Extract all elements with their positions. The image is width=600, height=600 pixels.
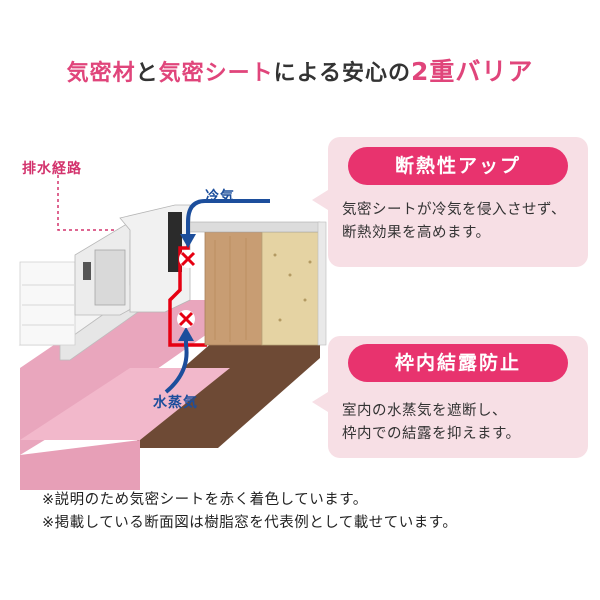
drain-path-label: 排水経路 xyxy=(22,161,82,177)
side-trim xyxy=(317,221,327,346)
wood-frame-block xyxy=(204,231,263,346)
cold-air-label: 冷気 xyxy=(205,189,235,205)
feature-tag-condensation: 枠内結露防止 xyxy=(348,344,568,382)
callout-pointer-1 xyxy=(312,190,328,210)
headline: 気密材と気密シートによる安心の2重バリア xyxy=(0,52,600,88)
block-x-icon xyxy=(178,311,194,327)
frame-chamber xyxy=(94,249,126,306)
feature-description-condensation: 室内の水蒸気を遮断し、 枠内での結露を抑えます。 xyxy=(342,400,521,446)
headline-part-and: と xyxy=(135,61,159,86)
headline-part-double-barrier: 2重バリア xyxy=(410,57,534,86)
feature-box-condensation: 枠内結露防止 室内の水蒸気を遮断し、 枠内での結露を抑えます。 xyxy=(328,336,588,458)
footnote-line: ※説明のため気密シートを赤く着色しています。 xyxy=(42,492,368,508)
wall-base-dark xyxy=(135,340,320,448)
insulation-front xyxy=(20,440,140,490)
insulation-top xyxy=(20,368,230,440)
feature-description-insulation: 気密シートが冷気を侵入させず、 断熱効果を高めます。 xyxy=(342,199,566,245)
board-texture xyxy=(308,260,312,264)
top-trim xyxy=(189,221,321,233)
board-texture xyxy=(273,253,277,257)
glazing-gasket xyxy=(83,262,91,280)
feature-tag-insulation: 断熱性アップ xyxy=(348,147,568,185)
glass-pane-outer xyxy=(19,261,76,346)
board-texture xyxy=(278,318,282,322)
drain-path-leader-line xyxy=(57,175,170,231)
headline-part-seal-material: 気密材 xyxy=(66,61,136,86)
water-vapor-label: 水蒸気 xyxy=(153,395,198,411)
description-line: 気密シートが冷気を侵入させず、 xyxy=(342,202,566,218)
headline-part-middle: による安心の xyxy=(273,61,411,86)
description-line: 室内の水蒸気を遮断し、 xyxy=(342,403,507,419)
footnotes: ※説明のため気密シートを赤く着色しています。 ※掲載している断面図は樹脂窓を代表… xyxy=(42,489,457,535)
board-texture xyxy=(288,273,292,277)
footnote-line: ※掲載している断面図は樹脂窓を代表例として載せています。 xyxy=(42,515,458,531)
description-line: 枠内での結露を抑えます。 xyxy=(342,426,521,442)
board-texture xyxy=(303,298,307,302)
feature-box-insulation: 断熱性アップ 気密シートが冷気を侵入させず、 断熱効果を高めます。 xyxy=(328,137,588,267)
water-vapor-arrowhead xyxy=(178,327,194,341)
description-line: 断熱効果を高めます。 xyxy=(342,225,491,241)
headline-part-seal-sheet: 気密シート xyxy=(158,61,274,86)
cold-air-arrow xyxy=(186,199,270,238)
water-vapor-arrow xyxy=(164,338,189,394)
wall-board xyxy=(261,231,321,346)
cold-air-arrowhead xyxy=(180,234,196,248)
block-x-icon xyxy=(180,251,196,267)
callout-pointer-2 xyxy=(312,392,328,412)
